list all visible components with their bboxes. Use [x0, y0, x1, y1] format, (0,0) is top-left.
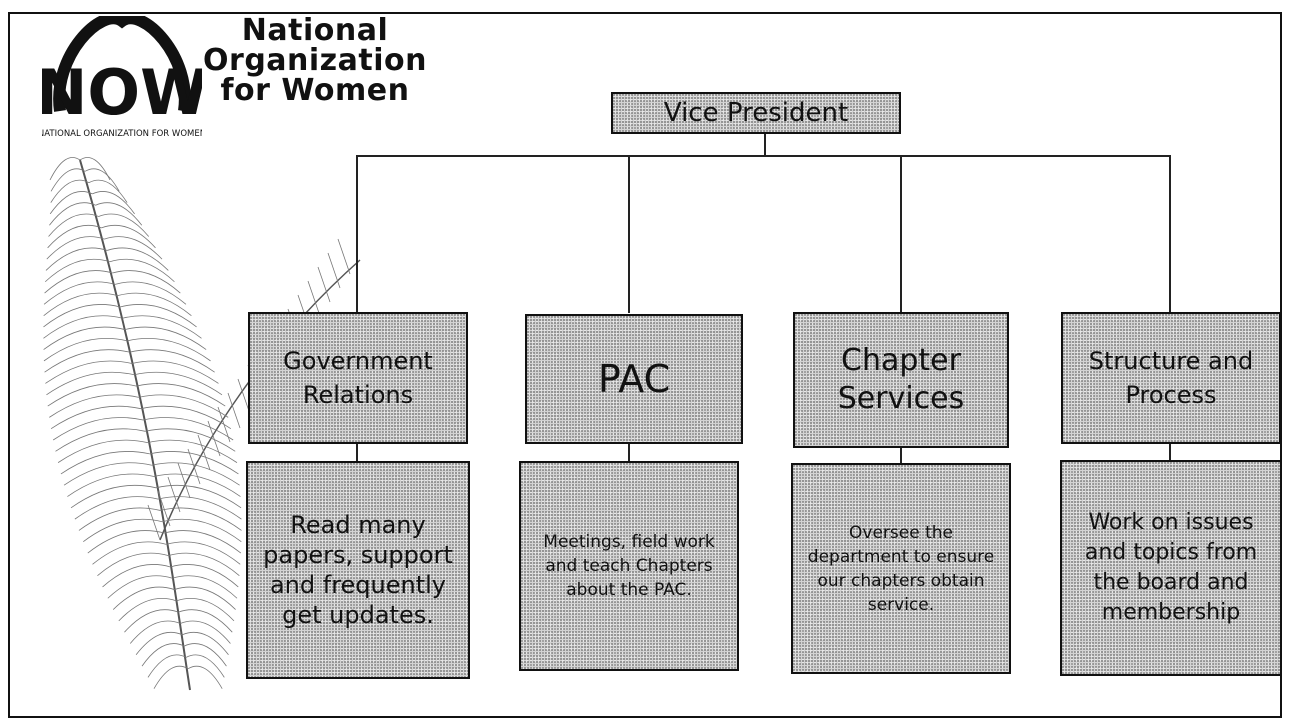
dept-box-chapter-services: Chapter Services — [793, 312, 1009, 448]
connector-branch-1 — [356, 155, 358, 313]
connector-horizontal — [356, 155, 1171, 157]
connector-desc-3 — [900, 446, 902, 464]
connector-branch-3 — [900, 155, 902, 313]
connector-branch-4 — [1169, 155, 1171, 313]
dept-label: Government Relations — [283, 347, 433, 409]
vice-president-label: Vice President — [663, 98, 849, 128]
dept-box-structure-and-process: Structure and Process — [1061, 312, 1281, 444]
connector-desc-2 — [628, 442, 630, 462]
dept-box-pac: PAC — [525, 314, 743, 444]
dept-description: Meetings, field work and teach Chapters … — [543, 532, 715, 600]
dept-description: Oversee the department to ensure our cha… — [807, 522, 995, 615]
desc-box-pac: Meetings, field work and teach Chapters … — [519, 461, 739, 671]
dept-description: Work on issues and topics from the board… — [1084, 510, 1258, 625]
desc-box-structure-and-process: Work on issues and topics from the board… — [1060, 460, 1282, 676]
dept-label: PAC — [597, 357, 671, 401]
connector-desc-1 — [356, 442, 358, 462]
now-logo-icon: NOW NATIONAL ORGANIZATION FOR WOMEN — [42, 16, 202, 139]
logo-title: National Organization for Women — [200, 16, 430, 106]
palm-frond-decoration — [43, 157, 361, 691]
dept-label: Chapter Services — [837, 343, 965, 416]
connector-branch-2 — [628, 155, 630, 313]
desc-box-government-relations: Read many papers, support and frequently… — [246, 461, 470, 679]
desc-box-chapter-services: Oversee the department to ensure our cha… — [791, 463, 1011, 674]
dept-label: Structure and Process — [1088, 347, 1254, 409]
logo-title-line-1: National — [241, 13, 389, 48]
connector-root-down — [764, 133, 766, 156]
logo-title-line-2: Organization — [203, 43, 427, 78]
vice-president-box: Vice President — [611, 92, 901, 134]
dept-box-government-relations: Government Relations — [248, 312, 468, 444]
logo-title-line-3: for Women — [220, 73, 410, 108]
logo-mark-letters: NOW — [42, 56, 202, 129]
logo-mark-subtext: NATIONAL ORGANIZATION FOR WOMEN — [42, 129, 202, 139]
dept-description: Read many papers, support and frequently… — [263, 511, 453, 629]
connector-desc-4 — [1169, 443, 1171, 461]
